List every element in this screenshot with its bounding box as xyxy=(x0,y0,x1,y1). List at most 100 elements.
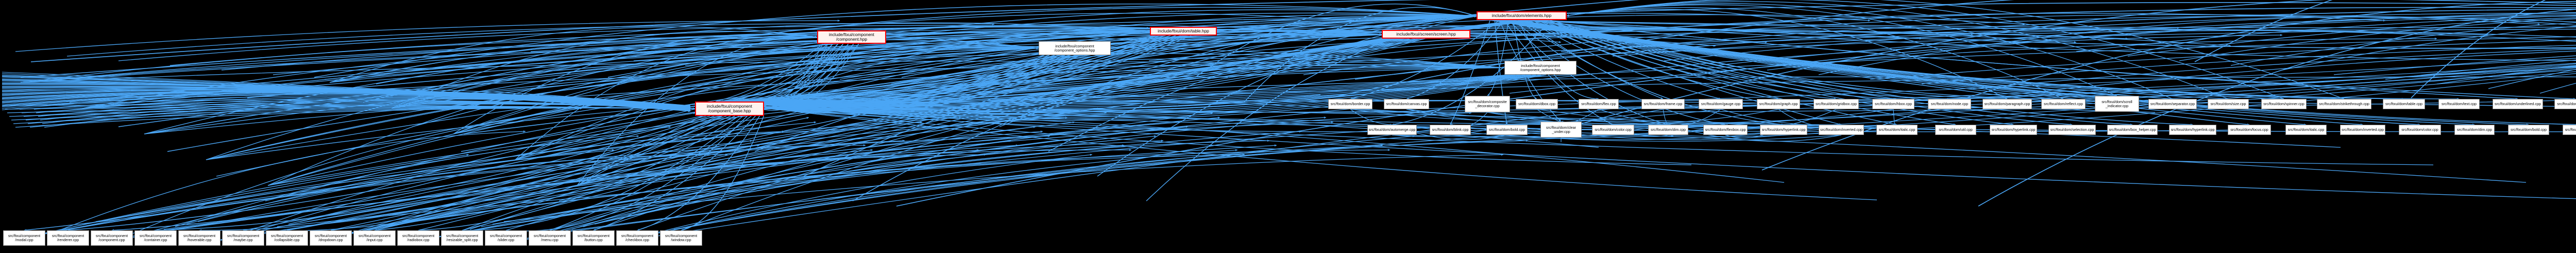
graph-node[interactable]: include/ftxui/component /component_optio… xyxy=(1039,41,1111,55)
dependency-edge xyxy=(2,89,691,108)
graph-node[interactable]: src/ftxui/dom/inverted.cpp xyxy=(1819,125,1864,135)
graph-node[interactable]: src/ftxui/dom/paragraph.cpp xyxy=(1982,99,2032,109)
graph-node[interactable]: include/ftxui/component /component_base.… xyxy=(695,102,764,116)
graph-node[interactable]: src/ftxui/dom/hyperlink.cpp xyxy=(1990,125,2037,135)
edge-arrowhead xyxy=(764,107,767,109)
graph-node[interactable]: src/ftxui/component /hoverable.cpp xyxy=(178,230,221,246)
graph-node[interactable]: src/ftxui/component /checkbox.cpp xyxy=(616,230,658,246)
graph-node[interactable]: src/ftxui/dom/frame.cpp xyxy=(1641,99,1685,109)
dependency-edge xyxy=(1251,13,2386,71)
dependency-edge xyxy=(1303,14,2540,75)
dependency-edge xyxy=(2,86,691,109)
graph-node[interactable]: src/ftxui/dom/strikethrough.cpp xyxy=(2317,99,2371,109)
graph-node[interactable]: src/ftxui/dom/spinner.cpp xyxy=(2261,99,2307,109)
graph-node[interactable]: src/ftxui/dom/bold.cpp xyxy=(1486,125,1528,135)
dependency-edge xyxy=(1200,31,2231,66)
graph-node[interactable]: src/ftxui/dom/canvas.cpp xyxy=(1384,99,1429,109)
graph-node[interactable]: src/ftxui/dom/bold.cpp xyxy=(2508,125,2549,135)
dependency-edge xyxy=(44,98,696,128)
graph-node[interactable]: src/ftxui/component /component.cpp xyxy=(91,230,133,246)
graph-node[interactable]: src/ftxui/dom/scroll _indicator.cpp xyxy=(2095,96,2139,112)
graph-node[interactable]: src/ftxui/dom/color.cpp xyxy=(1592,125,1634,135)
graph-node[interactable]: src/ftxui/component /dropdown.cpp xyxy=(310,230,352,246)
graph-node[interactable]: src/ftxui/component /menu.cpp xyxy=(529,230,571,246)
graph-node[interactable]: src/ftxui/dom/hyperlink.cpp xyxy=(1760,125,1807,135)
graph-node[interactable]: src/ftxui/dom/hyperlink.cpp xyxy=(2169,125,2216,135)
graph-node[interactable]: src/ftxui/dom/reflect.cpp xyxy=(2041,99,2086,109)
dependency-edge xyxy=(764,107,1877,200)
dependency-edge xyxy=(1921,45,2576,85)
graph-node[interactable]: src/ftxui/dom/gridbox.cpp xyxy=(1814,99,1859,109)
dependency-edge xyxy=(1566,3,2173,99)
dependency-edge xyxy=(2,86,691,110)
graph-node[interactable]: src/ftxui/dom/dim.cpp xyxy=(2454,125,2495,135)
graph-node[interactable]: src/ftxui/dom/selection.cpp xyxy=(2048,125,2096,135)
graph-node[interactable]: src/ftxui/dom/clear _under.cpp xyxy=(1540,122,1582,138)
dependency-edge xyxy=(107,112,1107,243)
graph-node[interactable]: src/ftxui/dom/blink.cpp xyxy=(2563,125,2576,135)
graph-node[interactable]: src/ftxui/dom/util.cpp xyxy=(1935,125,1976,135)
graph-node[interactable]: src/ftxui/component /input.cpp xyxy=(353,230,396,246)
graph-node[interactable]: include/ftxui/component /component_optio… xyxy=(1504,61,1577,75)
dependency-edge xyxy=(2,77,691,109)
graph-node[interactable]: src/ftxui/dom/vbox.cpp xyxy=(2554,99,2576,109)
dependency-edge xyxy=(356,112,955,232)
graph-node[interactable]: src/ftxui/dom/blink.cpp xyxy=(1430,125,1471,135)
graph-node[interactable]: src/ftxui/component /modal.cpp xyxy=(3,230,45,246)
graph-node[interactable]: src/ftxui/dom/hbox.cpp xyxy=(1872,99,1914,109)
graph-node[interactable]: include/ftxui/screen/screen.hpp xyxy=(1382,30,1470,39)
graph-node[interactable]: src/ftxui/dom/gauge.cpp xyxy=(1699,99,1743,109)
graph-node[interactable]: src/ftxui/dom/border.cpp xyxy=(1328,99,1372,109)
dependency-edge xyxy=(2,76,691,108)
graph-node[interactable]: src/ftxui/component /renderer.cpp xyxy=(47,230,89,246)
dependency-edge xyxy=(673,136,1674,230)
graph-node[interactable]: src/ftxui/dom/flexbox.cpp xyxy=(1703,125,1748,135)
edge-arrowhead xyxy=(1008,140,1011,142)
edge-arrowhead xyxy=(688,110,690,112)
edge-arrowhead xyxy=(1412,135,1415,138)
graph-node[interactable]: src/ftxui/dom/table.cpp xyxy=(2383,99,2425,109)
graph-node[interactable]: include/ftxui/component /component.hpp xyxy=(817,30,886,44)
graph-node[interactable]: src/ftxui/component /collapsible.cpp xyxy=(266,230,308,246)
graph-node[interactable]: src/ftxui/dom/italic.cpp xyxy=(2285,125,2327,135)
graph-node[interactable]: src/ftxui/component /slider.cpp xyxy=(485,230,527,246)
dependency-edge xyxy=(764,76,1228,109)
dependency-edge xyxy=(560,131,1561,232)
dependency-edge xyxy=(2,75,691,107)
graph-node[interactable]: src/ftxui/dom/composite _decorator.cpp xyxy=(1465,96,1510,112)
dependency-edge xyxy=(329,34,1039,83)
dependency-edge xyxy=(2,80,691,110)
graph-node[interactable]: src/ftxui/dom/size.cpp xyxy=(2208,99,2249,109)
graph-node[interactable]: src/ftxui/component /resizable_split.cpp xyxy=(441,230,483,246)
graph-node[interactable]: src/ftxui/component /button.cpp xyxy=(572,230,615,246)
graph-node[interactable]: src/ftxui/dom/flex.cpp xyxy=(1579,99,1619,109)
edge-arrowhead xyxy=(688,107,690,110)
graph-node[interactable]: src/ftxui/dom/focus.cpp xyxy=(2228,125,2271,135)
dependency-edge xyxy=(374,115,735,231)
edge-arrowhead xyxy=(1662,26,1664,29)
dependency-edge xyxy=(764,107,2576,199)
graph-node[interactable]: src/ftxui/component /container.cpp xyxy=(134,230,177,246)
dependency-edge xyxy=(50,136,1050,232)
graph-node[interactable]: include/ftxui/dom/elements.hpp xyxy=(1477,11,1567,20)
graph-node[interactable]: src/ftxui/dom/underlined.cpp xyxy=(2493,99,2543,109)
graph-node[interactable]: src/ftxui/dom/graph.cpp xyxy=(1757,99,1800,109)
graph-node[interactable]: src/ftxui/dom/italic.cpp xyxy=(1876,125,1918,135)
graph-node[interactable]: src/ftxui/component /maybe.cpp xyxy=(222,230,264,246)
edge-arrowhead xyxy=(688,106,690,109)
dependency-edge xyxy=(1517,20,1599,99)
graph-node[interactable]: src/ftxui/dom/inverted.cpp xyxy=(2340,125,2385,135)
graph-node[interactable]: src/ftxui/dom/text.cpp xyxy=(2438,99,2480,109)
graph-node[interactable]: src/ftxui/dom/dbox.cpp xyxy=(1516,99,1558,109)
graph-node[interactable]: src/ftxui/dom/node.cpp xyxy=(1928,99,1971,109)
dependency-edge xyxy=(741,43,859,111)
graph-node[interactable]: src/ftxui/component /window.cpp xyxy=(660,230,702,246)
dependency-edge xyxy=(46,88,696,109)
graph-node[interactable]: src/ftxui/dom/dim.cpp xyxy=(1648,125,1688,135)
graph-node[interactable]: src/ftxui/dom/box_helper.cpp xyxy=(2107,125,2158,135)
graph-node[interactable]: include/ftxui/dom/table.hpp xyxy=(1150,27,1217,36)
graph-node[interactable]: src/ftxui/component /radiobox.cpp xyxy=(397,230,439,246)
graph-node[interactable]: src/ftxui/dom/automerge.cpp xyxy=(1367,125,1417,135)
graph-node[interactable]: src/ftxui/dom/color.cpp xyxy=(2399,125,2441,135)
graph-node[interactable]: src/ftxui/dom/separator.cpp xyxy=(2148,99,2197,109)
